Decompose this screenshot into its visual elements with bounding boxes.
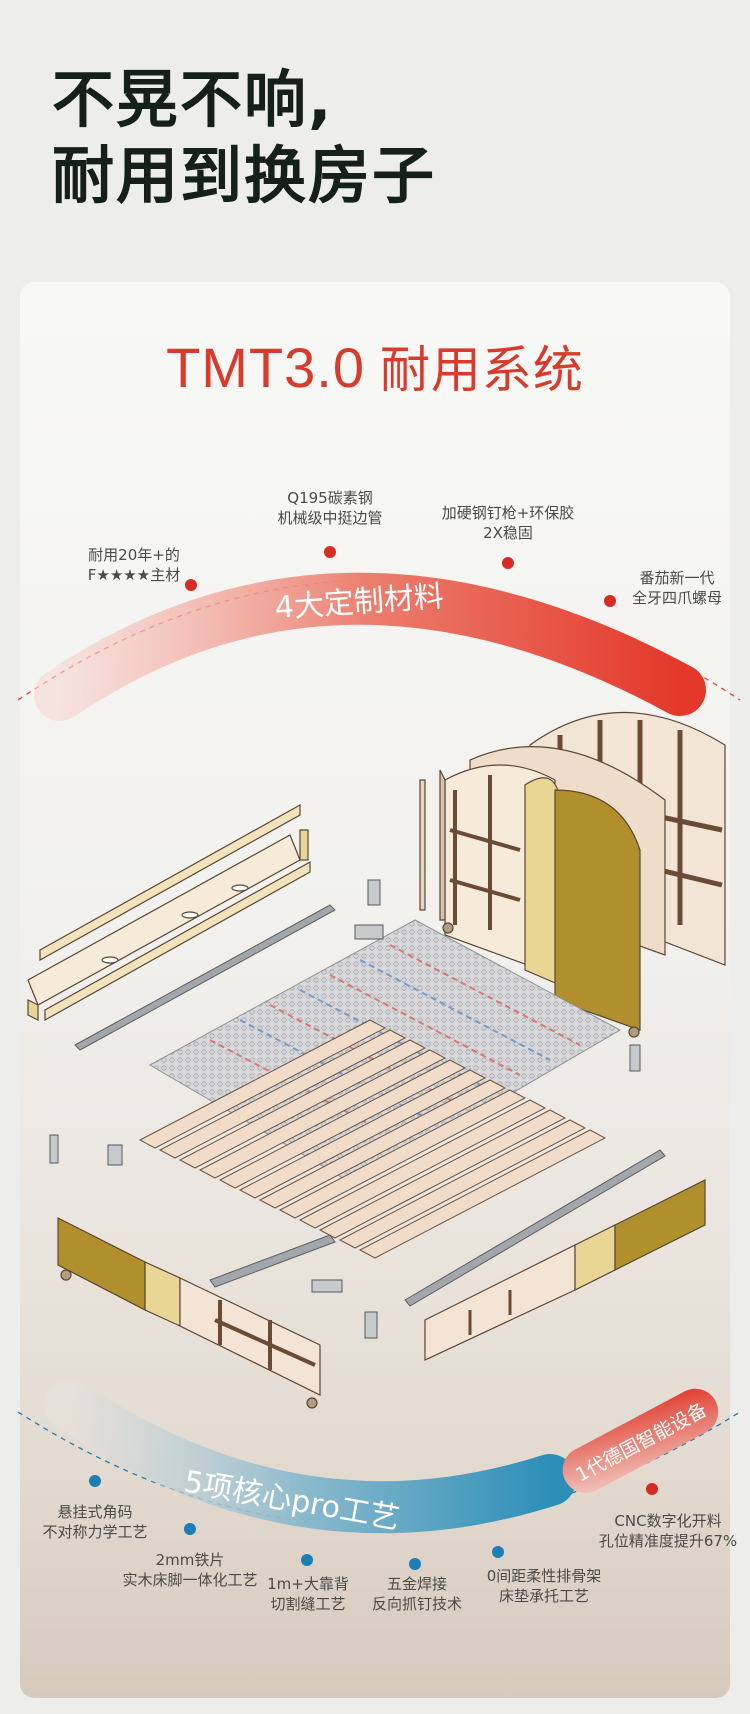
system-title: TMT3.0 耐用系统 [0,330,750,402]
wooden-slats [138,1019,607,1259]
footboard-group [57,1217,321,1409]
material-dot-3 [502,557,514,569]
material-label-1-line1: 耐用20年+的 [88,546,180,564]
process-label-1-line2: 不对称力学工艺 [42,1523,148,1541]
process-dot-1 [89,1475,101,1487]
material-label-3: 加硬钢钉枪+环保胶 2X稳固 [420,503,596,543]
center-steel-beam [209,1234,336,1288]
process-label-5-line2: 床垫承托工艺 [498,1587,589,1605]
process-dot-6 [646,1483,658,1495]
system-title-rest: 耐用系统 [379,342,584,398]
mesh-stripes [209,944,581,1141]
process-label-4-line1: 五金焊接 [386,1575,447,1593]
process-ribbon [44,1379,576,1534]
process-dot-4 [409,1558,421,1570]
process-dot-2 [184,1523,196,1535]
steel-rail-right [404,1149,666,1307]
material-label-1: 耐用20年+的 F★★★★主材 [68,545,200,585]
steel-rail-top [74,904,336,1051]
left-rail-parts [27,803,311,1022]
hardware-brackets [49,879,641,1339]
headboard-group [419,712,726,1038]
process-label-6-line1: CNC数字化开料 [614,1512,722,1530]
material-label-3-line2: 2X稳固 [483,524,533,542]
process-badge: 1代德国智能设备 [562,1388,719,1493]
process-label-5-line1: 0间距柔性排骨架 [486,1567,602,1585]
process-label-6: CNC数字化开料 孔位精准度提升67% [592,1511,744,1551]
process-label-3-line1: 1m+大靠背 [267,1575,349,1593]
headline-line-1: 不晃不响, [52,63,334,136]
process-label-3-line2: 切割缝工艺 [270,1595,346,1613]
material-label-2-line2: 机械级中挺边管 [277,509,383,527]
process-label-4: 五金焊接 反向抓钉技术 [362,1574,472,1614]
material-dot-4 [604,595,616,607]
material-label-4: 番茄新一代 全牙四爪螺母 [618,568,736,608]
material-label-4-line2: 全牙四爪螺母 [631,589,722,607]
process-label-3: 1m+大靠背 切割缝工艺 [256,1574,360,1614]
process-dot-3 [301,1554,313,1566]
material-label-2: Q195碳素钢 机械级中挺边管 [248,488,412,528]
material-label-2-line1: Q195碳素钢 [287,489,373,507]
material-label-3-line1: 加硬钢钉枪+环保胶 [441,504,575,522]
process-label-4-line2: 反向抓钉技术 [371,1595,462,1613]
page-headline: 不晃不响, 耐用到换房子 [52,62,436,214]
process-label-1-line1: 悬挂式角码 [57,1503,133,1521]
process-dot-5 [492,1546,504,1558]
system-brand: TMT3.0 [166,336,365,399]
material-dot-1 [185,579,197,591]
headline-line-2: 耐用到换房子 [52,139,437,212]
process-label-2: 2mm铁片 实木床脚一体化工艺 [118,1550,262,1590]
process-label-2-line2: 实木床脚一体化工艺 [122,1571,258,1589]
materials-ribbon [34,572,706,721]
process-label-1: 悬挂式角码 不对称力学工艺 [30,1502,160,1542]
material-label-4-line1: 番茄新一代 [639,569,715,587]
process-label-2-line1: 2mm铁片 [155,1551,225,1569]
material-dot-2 [324,546,336,558]
process-label-5: 0间距柔性排骨架 床垫承托工艺 [472,1566,616,1606]
material-label-1-line2: F★★★★主材 [87,566,181,584]
process-label-6-line2: 孔位精准度提升67% [598,1532,738,1550]
right-rail-parts [424,1179,706,1361]
